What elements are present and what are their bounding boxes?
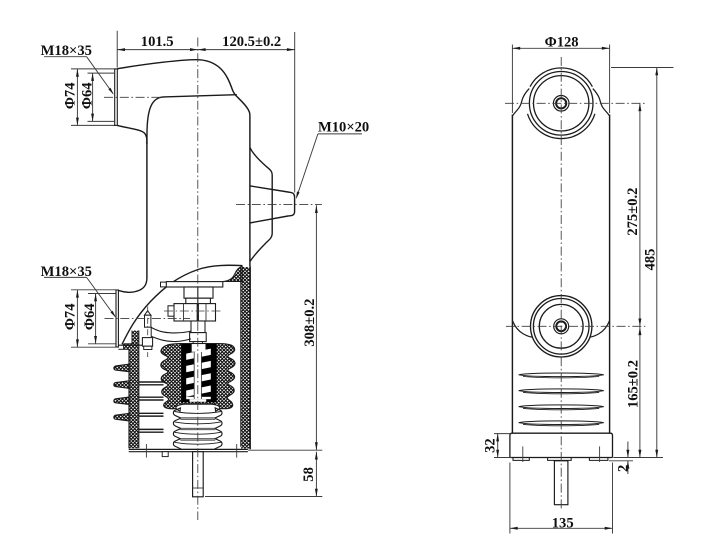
svg-text:275±0.2: 275±0.2 [625,188,641,236]
svg-text:165±0.2: 165±0.2 [626,360,642,408]
svg-text:308±0.2: 308±0.2 [302,299,318,347]
svg-text:M10×20: M10×20 [318,120,369,136]
svg-text:Φ128: Φ128 [545,35,579,51]
svg-text:Φ64: Φ64 [82,303,98,330]
svg-text:2: 2 [615,465,631,472]
svg-text:Φ74: Φ74 [62,303,78,330]
svg-text:101.5: 101.5 [141,34,174,50]
svg-text:M18×35: M18×35 [41,43,92,59]
svg-text:135: 135 [552,515,574,531]
svg-text:Φ64: Φ64 [79,82,95,109]
svg-text:32: 32 [482,438,498,453]
svg-text:M18×35: M18×35 [41,264,92,280]
svg-text:Φ74: Φ74 [62,82,78,109]
svg-text:120.5±0.2: 120.5±0.2 [222,34,281,50]
svg-text:58: 58 [301,467,317,482]
svg-text:485: 485 [643,249,659,271]
